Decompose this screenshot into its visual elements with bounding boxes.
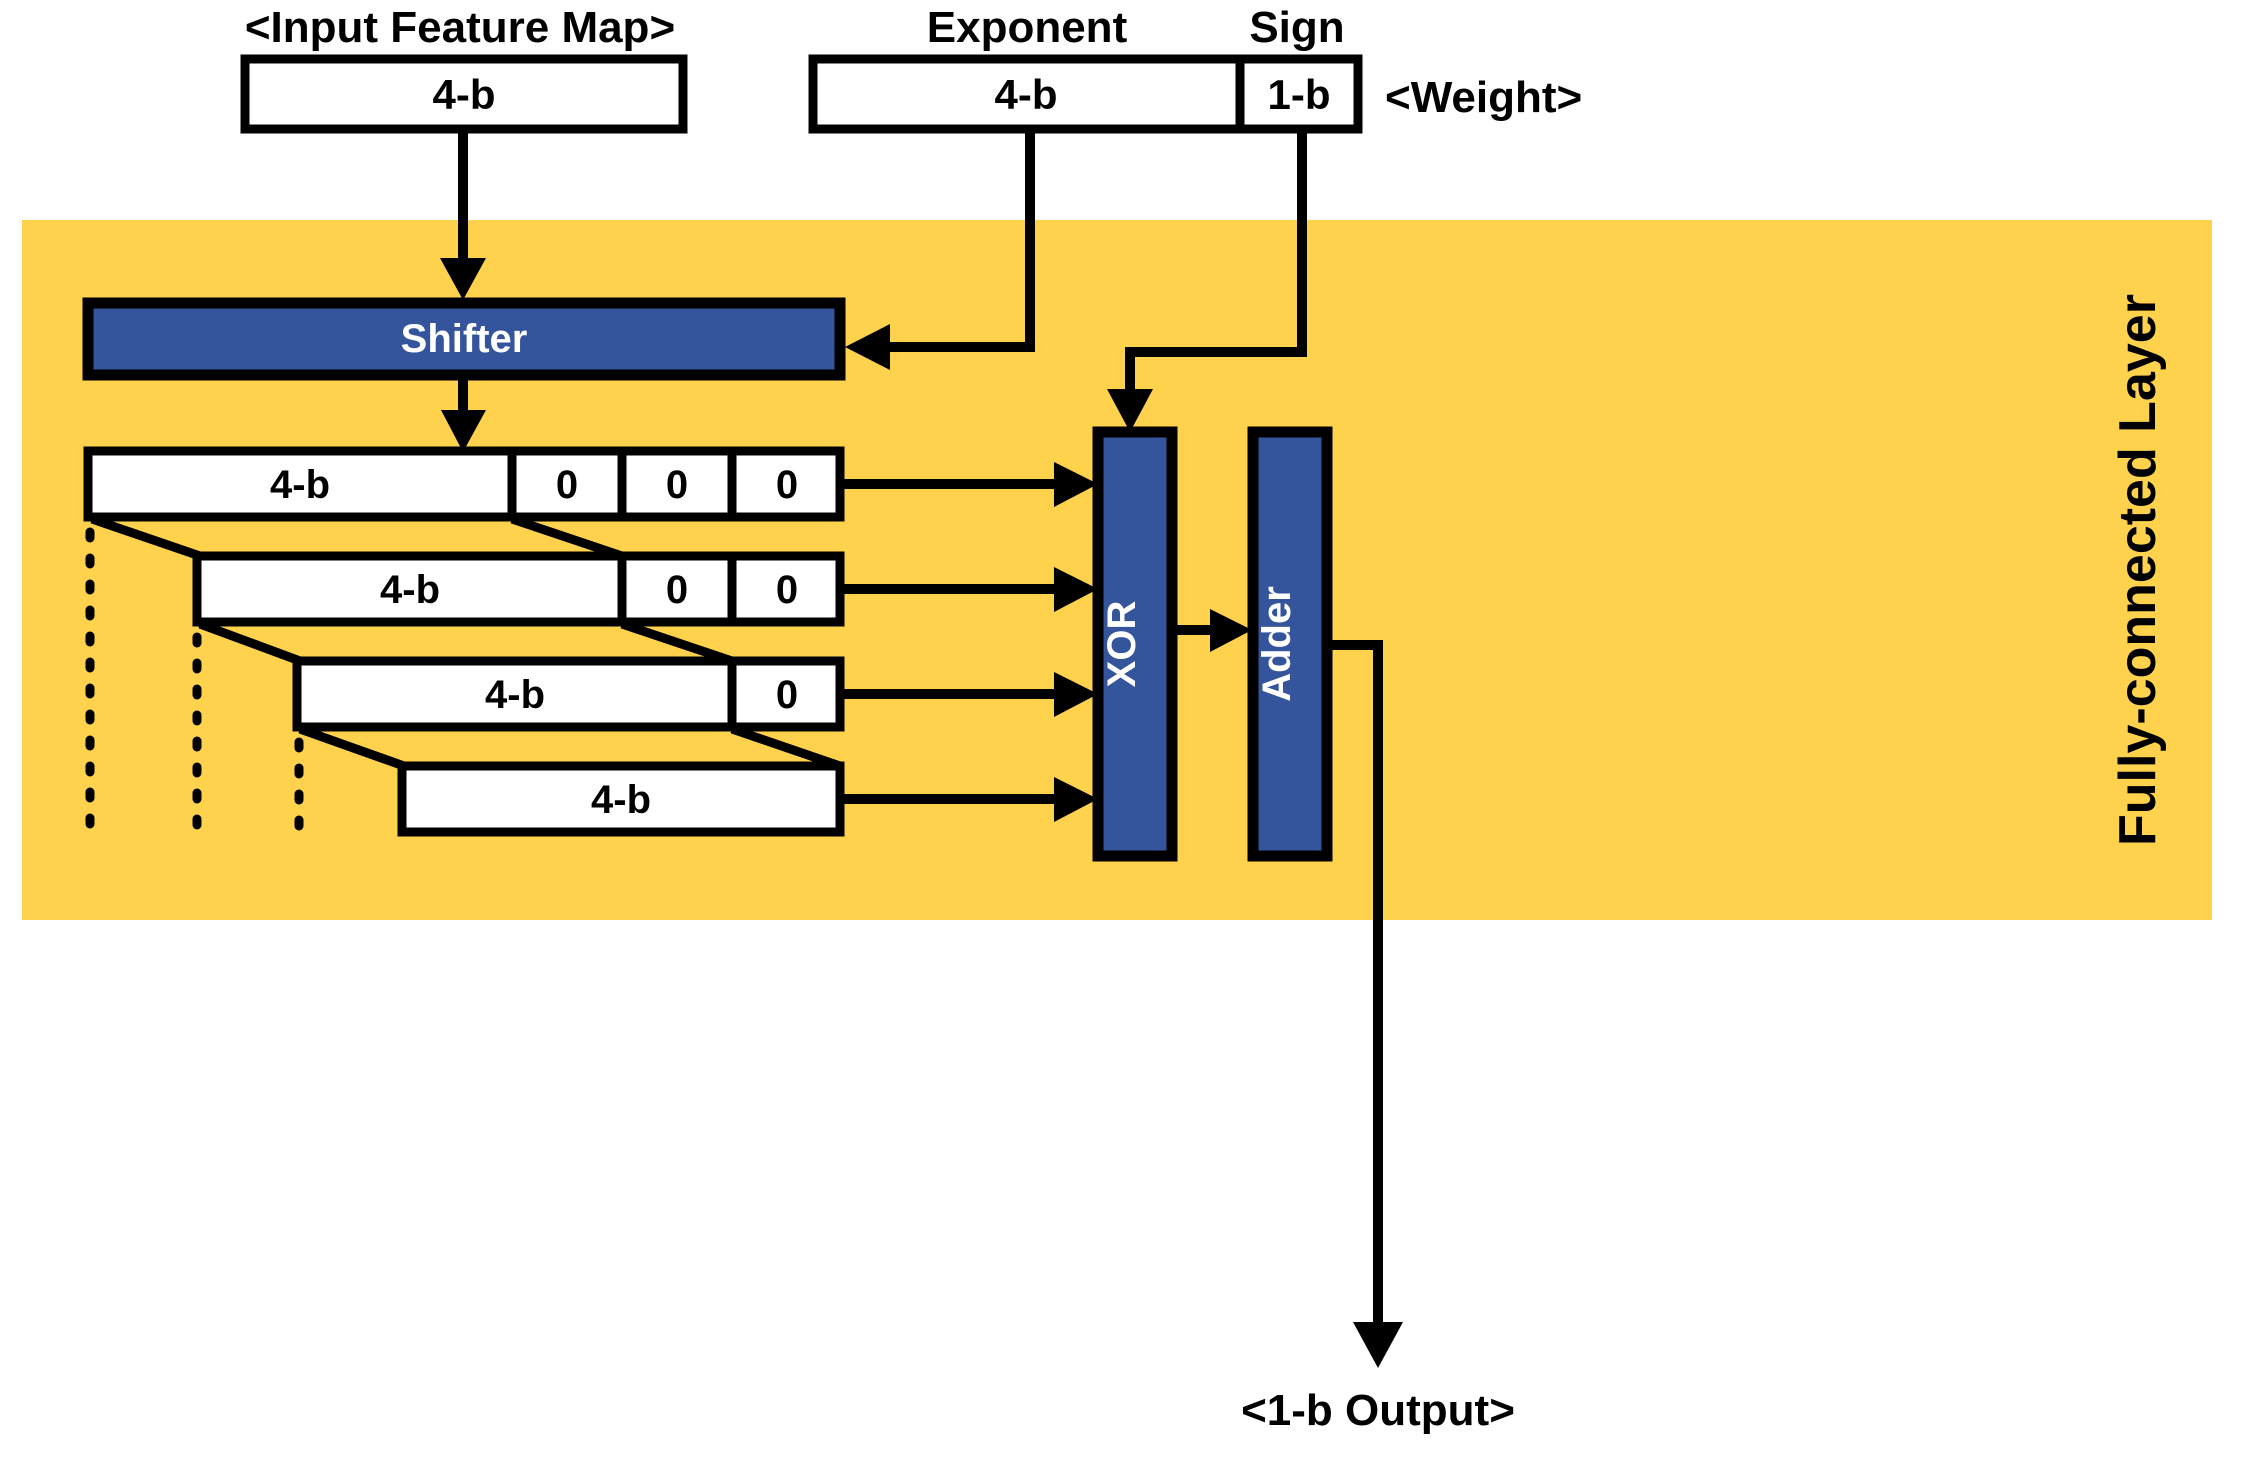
shift-row-4[interactable]: 4-b	[397, 761, 845, 837]
shift-row-1[interactable]: 4-b 0 0 0	[83, 446, 845, 522]
cascade-diagonal-left-3	[298, 724, 406, 771]
arrowhead-shifter-to-rows	[441, 410, 486, 452]
arrowhead-row-1-to-xor	[1054, 462, 1098, 507]
cascade-diagonal-left-1	[90, 514, 202, 561]
shifter-block[interactable]	[82, 297, 846, 381]
fully-connected-layer-label: Fully-connected Layer	[2109, 294, 2167, 846]
weight-exponent-value: 4-b	[995, 71, 1058, 118]
weight-label: <Weight>	[1385, 73, 1582, 122]
shift-row-3-zero-1: 0	[776, 673, 798, 717]
output-label: <1-b Output>	[1241, 1386, 1515, 1435]
arrowhead-xor-to-adder	[1210, 609, 1252, 652]
shifter-label: Shifter	[401, 317, 528, 361]
shift-row-3[interactable]: 4-b 0	[292, 656, 845, 732]
input-feature-map-value: 4-b	[433, 71, 496, 118]
shift-row-2-container	[192, 551, 845, 627]
input-feature-map-box[interactable]	[240, 54, 688, 134]
cascade-diagonal-right-3	[730, 724, 842, 771]
arrowhead-exponent-to-shifter	[845, 324, 890, 370]
arrowhead-row-3-to-xor	[1054, 672, 1098, 717]
shift-row-4-data: 4-b	[591, 778, 651, 822]
arrowhead-row-4-to-xor	[1054, 777, 1098, 822]
adder-label: Adder	[1255, 586, 1299, 702]
exponent-label: Exponent	[927, 3, 1128, 52]
shift-row-3-container	[292, 656, 845, 732]
arrowhead-input-to-shifter	[440, 258, 486, 300]
xor-label: XOR	[1100, 601, 1144, 688]
arrowhead-adder-to-output	[1353, 1322, 1403, 1368]
wire-adder-to-output	[1327, 640, 1383, 1338]
arrowhead-row-2-to-xor	[1054, 567, 1098, 612]
cascade-diagonal-right-2	[620, 619, 734, 666]
weight-sign-value: 1-b	[1268, 71, 1331, 118]
shift-row-2-zero-1: 0	[666, 568, 688, 612]
weight-sign-box[interactable]	[1235, 54, 1363, 134]
shift-row-2-zero-2: 0	[776, 568, 798, 612]
wire-sign-to-xor	[1125, 133, 1307, 405]
arrowhead-sign-to-xor	[1107, 389, 1153, 432]
shift-row-2[interactable]: 4-b 0 0	[192, 551, 845, 627]
shift-row-1-container	[83, 446, 845, 522]
cascade-diagonal-left-2	[198, 619, 302, 666]
shift-row-1-zero-1: 0	[556, 463, 578, 507]
input-feature-map-label: <Input Feature Map>	[245, 3, 675, 52]
xor-block[interactable]	[1092, 426, 1178, 862]
shift-row-1-zero-2: 0	[666, 463, 688, 507]
shift-row-1-data: 4-b	[270, 463, 330, 507]
wire-exponent-to-shifter	[886, 133, 1035, 352]
shift-row-3-data: 4-b	[485, 673, 545, 717]
shift-row-1-zero-3: 0	[776, 463, 798, 507]
weight-exponent-box[interactable]	[808, 54, 1245, 134]
shift-row-2-data: 4-b	[380, 568, 440, 612]
sign-label: Sign	[1249, 3, 1344, 52]
cascade-diagonal-right-1	[510, 514, 624, 561]
